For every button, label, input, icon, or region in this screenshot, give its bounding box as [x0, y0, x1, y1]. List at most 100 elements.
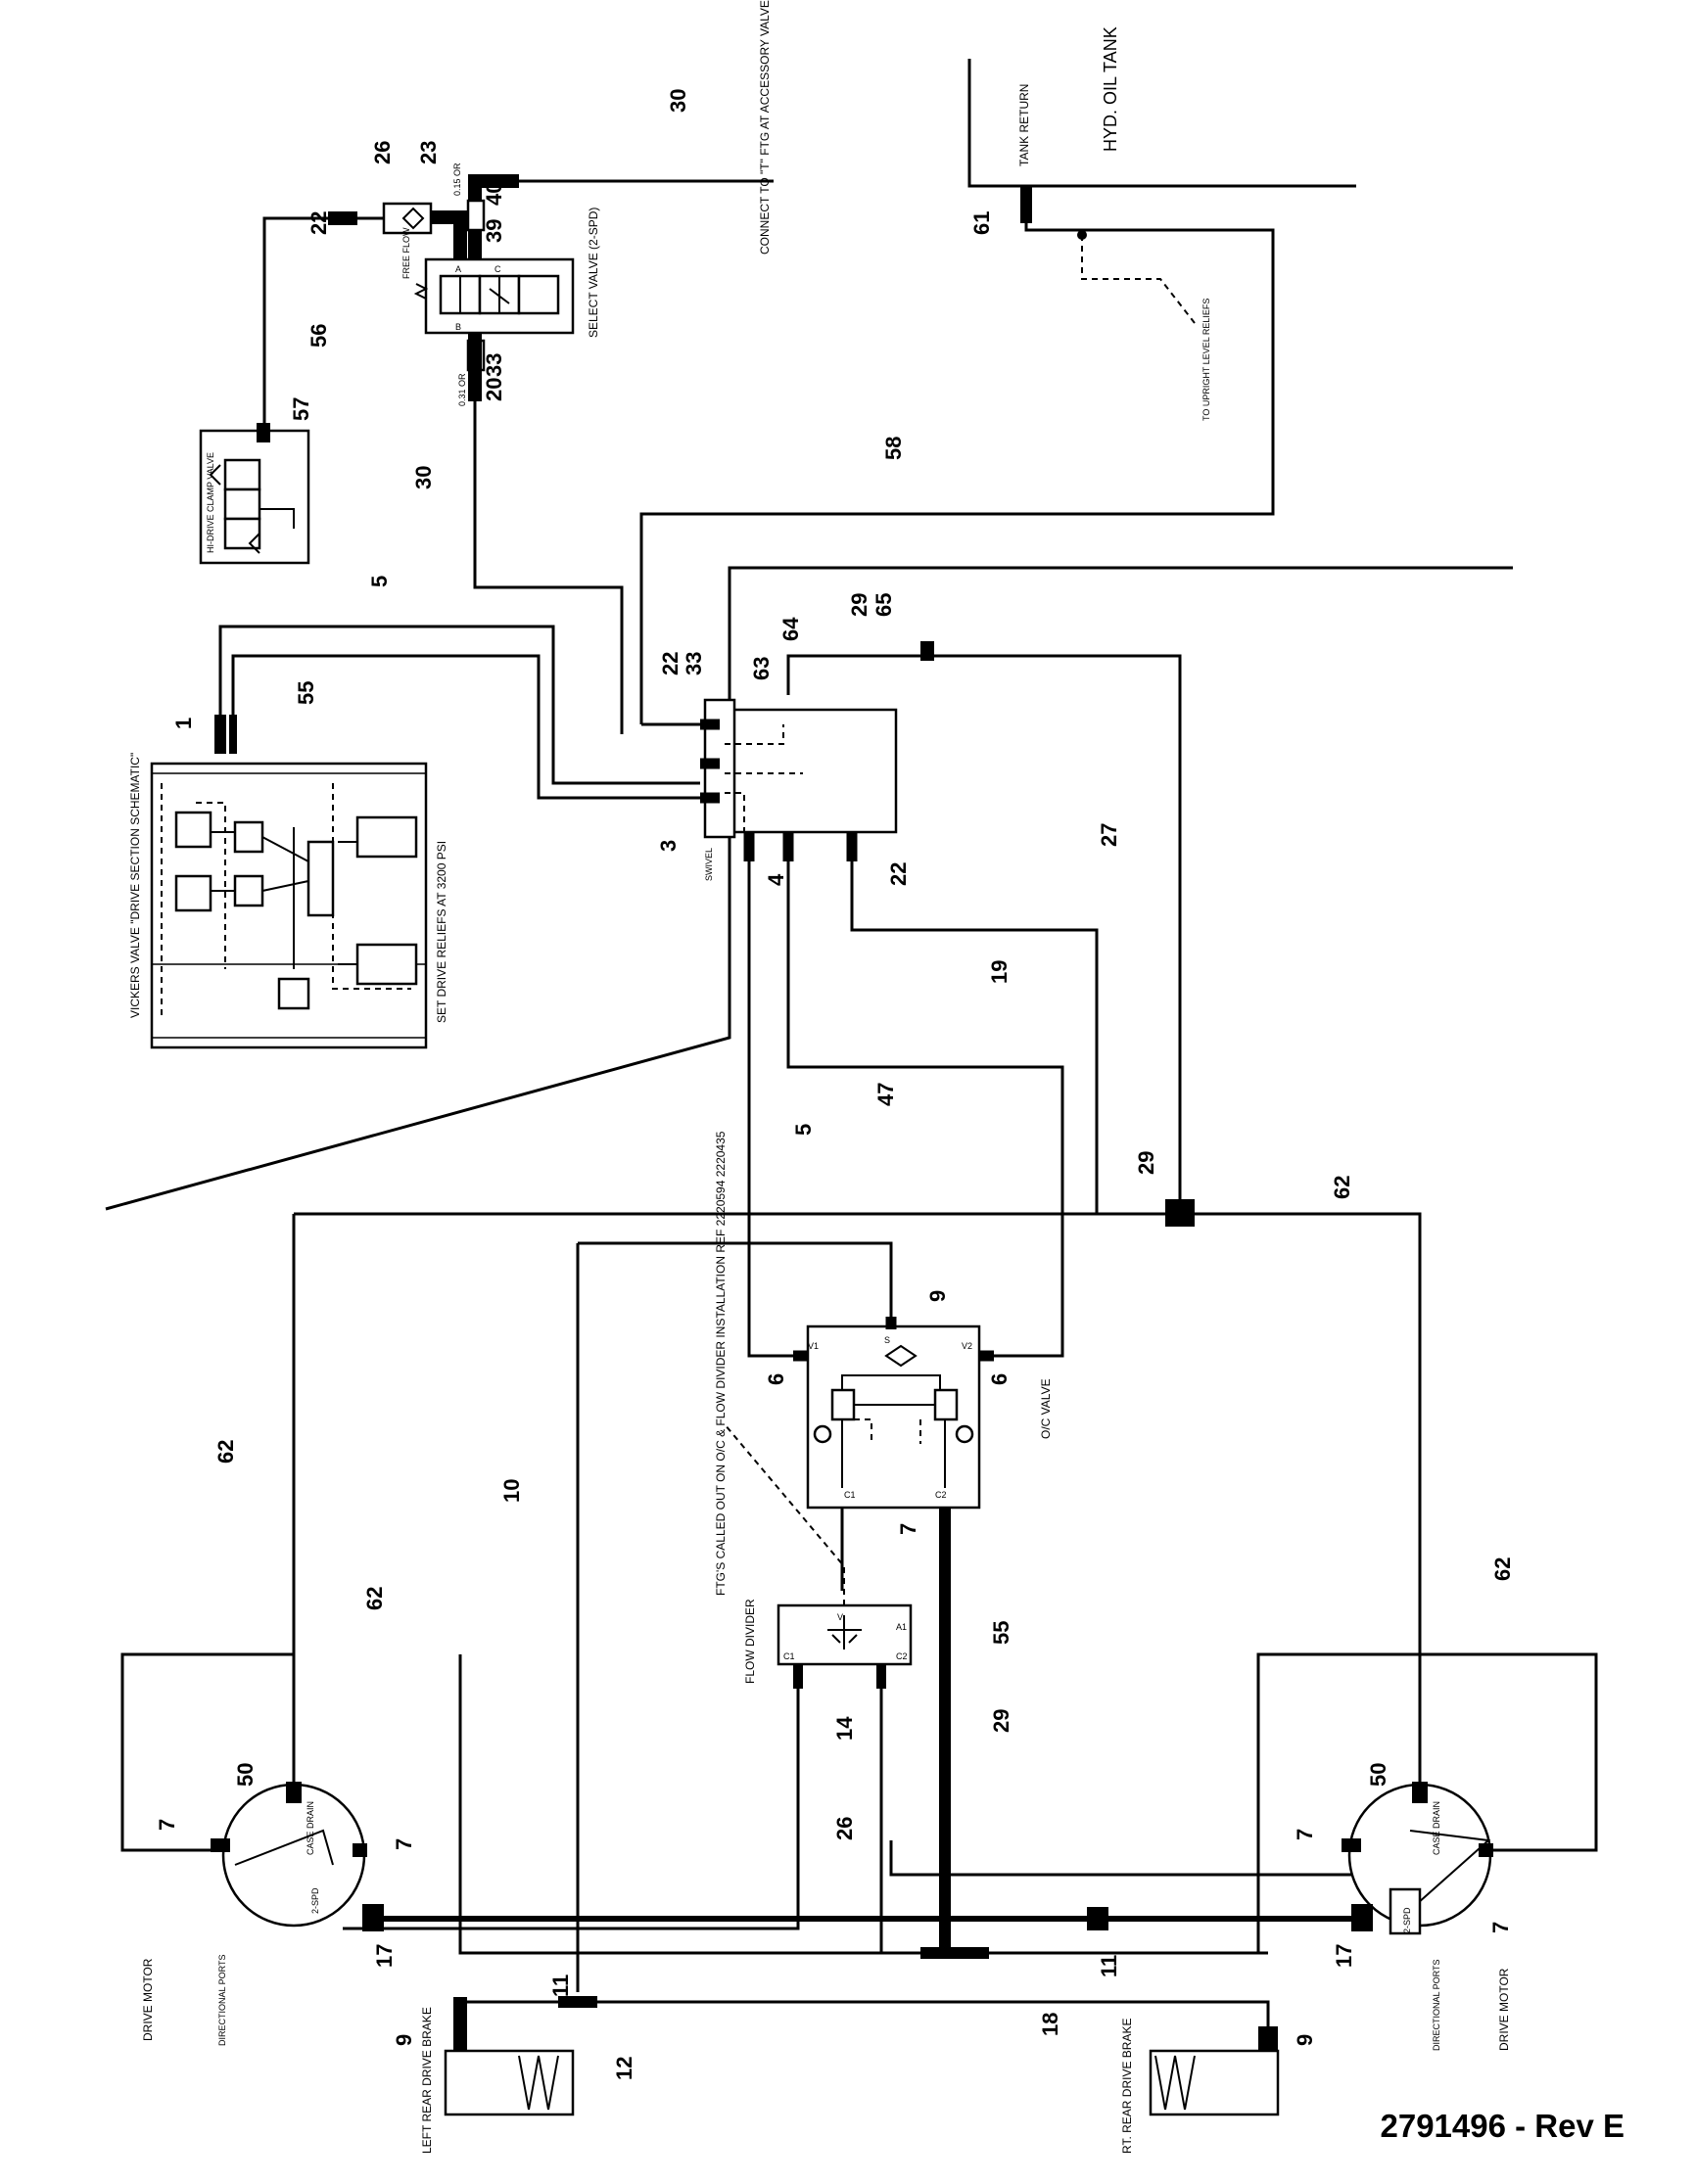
- callout-1: 1: [171, 718, 196, 729]
- vickers-label: VICKERS VALVE "DRIVE SECTION SCHEMATIC": [128, 753, 142, 1018]
- callout-39: 30: [411, 466, 436, 489]
- callout-62-right: 62: [1490, 1557, 1515, 1581]
- callout-19: 19: [987, 960, 1012, 984]
- callout-30-mid: 29: [1134, 1151, 1158, 1175]
- oc-port-s: S: [884, 1335, 890, 1345]
- orifice-bottom-label: 0.31 OR: [457, 373, 467, 406]
- callout-29: 26: [832, 1817, 857, 1840]
- left-drive-motor-label: DRIVE MOTOR: [141, 1958, 155, 2041]
- callout-57: 55: [989, 1621, 1013, 1645]
- callout-14: 14: [832, 1716, 857, 1741]
- select-valve-label: SELECT VALVE (2-SPD): [587, 208, 600, 338]
- callout-59: 57: [289, 397, 313, 421]
- orifice-top-label: 0.15 OR: [452, 163, 462, 196]
- rt-rear-brake-label: RT. REAR DRIVE BRAKE: [1120, 2019, 1134, 2154]
- callout-62-left: 62: [213, 1440, 238, 1464]
- connect-note-label: CONNECT TO "T" FTG AT ACCESSORY VALVE "T…: [758, 0, 772, 255]
- callout-9-oc: 9: [925, 1290, 950, 1302]
- fd-port-c2: C2: [896, 1651, 908, 1661]
- ftg-note-label: FTG'S CALLED OUT ON O/C & FLOW DIVIDER I…: [714, 1131, 728, 1596]
- callout-50: 47: [873, 1083, 898, 1106]
- callout-64: 64: [778, 617, 803, 641]
- callout-40: 33: [482, 353, 506, 377]
- callout-63: 63: [749, 657, 774, 680]
- tee-30-upper: [1165, 1199, 1195, 1227]
- callout-7-leftl: 7: [155, 1819, 179, 1831]
- set-drive-label: SET DRIVE RELIEFS AT 3200 PSI: [435, 841, 448, 1023]
- swivel: SWIVEL: [700, 698, 898, 881]
- hi-drive-clamp-label: HI-DRIVE CLAMP VALVE: [206, 452, 215, 553]
- callout-55-right: 50: [1366, 1763, 1390, 1787]
- callout-33: 30: [666, 89, 690, 113]
- fd-port-c1: C1: [783, 1651, 795, 1661]
- callout-10: 10: [499, 1479, 524, 1503]
- callout-12: 12: [612, 2057, 636, 2080]
- oc-port-v1: V1: [808, 1341, 819, 1351]
- left-case-drain-label: CASE DRAIN: [306, 1801, 315, 1855]
- callout-20-top: 22: [306, 211, 331, 235]
- vickers-valve: VICKERS VALVE "DRIVE SECTION SCHEMATIC" …: [128, 753, 448, 1049]
- callout-7-rightr: 7: [1488, 1922, 1513, 1933]
- callout-numbers: 30 26 23 40 39 22 61 33 20 56 57 30 58 5…: [155, 89, 1515, 2080]
- hydraulic-tank: TANK RETURN HYD. OIL TANK TO UPRIGHT LEV…: [639, 26, 1356, 724]
- oc-valve: V1 V2 S C1 C2 O/C VALVE: [806, 1324, 1053, 1510]
- select-port-a: A: [455, 264, 461, 274]
- left-rear-drive-brake: LEFT REAR DRIVE BRAKE: [420, 2007, 575, 2154]
- swivel-label: SWIVEL: [704, 848, 714, 881]
- left-directional-ports-label: DIRECTIONAL PORTS: [217, 1954, 227, 2046]
- oc-valve-label: O/C VALVE: [1039, 1378, 1053, 1439]
- callout-9-right: 9: [1293, 2034, 1317, 2046]
- oc-port-v2: V2: [962, 1341, 972, 1351]
- right-drive-motor: CASE DRAIN 2-SPD DRIVE MOTOR DIRECTIONAL…: [1342, 1782, 1511, 2051]
- callout-9-left: 9: [392, 2034, 416, 2046]
- callout-65: 65: [871, 593, 896, 617]
- select-valve: A B C SELECT VALVE (2-SPD): [413, 208, 600, 338]
- oc-port-c2: C2: [935, 1490, 947, 1500]
- callout-46: 39: [482, 219, 506, 243]
- right-two-spd-label: 2-SPD: [1402, 1907, 1412, 1933]
- callout-27: 26: [370, 141, 395, 164]
- hyd-oil-tank-label: HYD. OIL TANK: [1101, 26, 1120, 152]
- callout-5-mid: 5: [791, 1124, 816, 1136]
- callout-62-leftlow: 62: [362, 1587, 387, 1610]
- fd-port-v: V: [837, 1612, 843, 1622]
- callout-23: 27: [1097, 823, 1121, 847]
- callout-6-left: 6: [764, 1373, 788, 1385]
- select-port-c: C: [494, 264, 501, 274]
- callout-20-mid: 22: [658, 652, 683, 675]
- callout-11-mid: 11: [1097, 1955, 1121, 1977]
- left-rear-brake-label: LEFT REAR DRIVE BRAKE: [420, 2007, 434, 2154]
- callout-3: 3: [656, 840, 681, 852]
- callout-60: 58: [881, 437, 906, 460]
- select-port-b: B: [455, 322, 461, 332]
- oc-port-c1: C1: [844, 1490, 856, 1500]
- free-flow-check: FREE FLOW: [262, 202, 433, 431]
- hi-drive-clamp-valve: HI-DRIVE CLAMP VALVE: [199, 423, 310, 565]
- callout-58: 56: [306, 324, 331, 348]
- tank-return-label: TANK RETURN: [1017, 84, 1031, 166]
- callout-7-leftr: 7: [392, 1838, 416, 1850]
- callout-20-swivel: 22: [886, 862, 911, 886]
- callout-6-right: 6: [987, 1373, 1012, 1385]
- right-drive-motor-label: DRIVE MOTOR: [1497, 1968, 1511, 2051]
- callout-47: 40: [482, 182, 506, 206]
- left-drive-motor: CASE DRAIN 2-SPD DRIVE MOTOR DIRECTIONAL…: [141, 1782, 384, 2046]
- callout-17-right: 17: [1332, 1944, 1356, 1968]
- rt-rear-drive-brake: RT. REAR DRIVE BRAKE: [1120, 2019, 1280, 2154]
- right-case-drain-label: CASE DRAIN: [1432, 1801, 1441, 1855]
- callout-18: 18: [1038, 2013, 1062, 2036]
- hose-26: [431, 210, 467, 259]
- upright-relief-label: TO UPRIGHT LEVEL RELIEFS: [1201, 299, 1211, 421]
- free-flow-label: FREE FLOW: [401, 227, 411, 279]
- left-two-spd-label: 2-SPD: [310, 1887, 320, 1914]
- callout-30-top: 29: [847, 593, 871, 617]
- callout-4: 4: [764, 873, 788, 886]
- callout-61: 61: [969, 211, 994, 235]
- callout-17-left: 17: [372, 1944, 397, 1968]
- flow-divider: V A1 C1 C2 FLOW DIVIDER: [743, 1599, 913, 1689]
- callout-62-top: 62: [1330, 1176, 1354, 1199]
- callout-30-low: 29: [989, 1709, 1013, 1733]
- callout-5-top: 5: [367, 576, 392, 587]
- callout-45: 33: [682, 652, 706, 675]
